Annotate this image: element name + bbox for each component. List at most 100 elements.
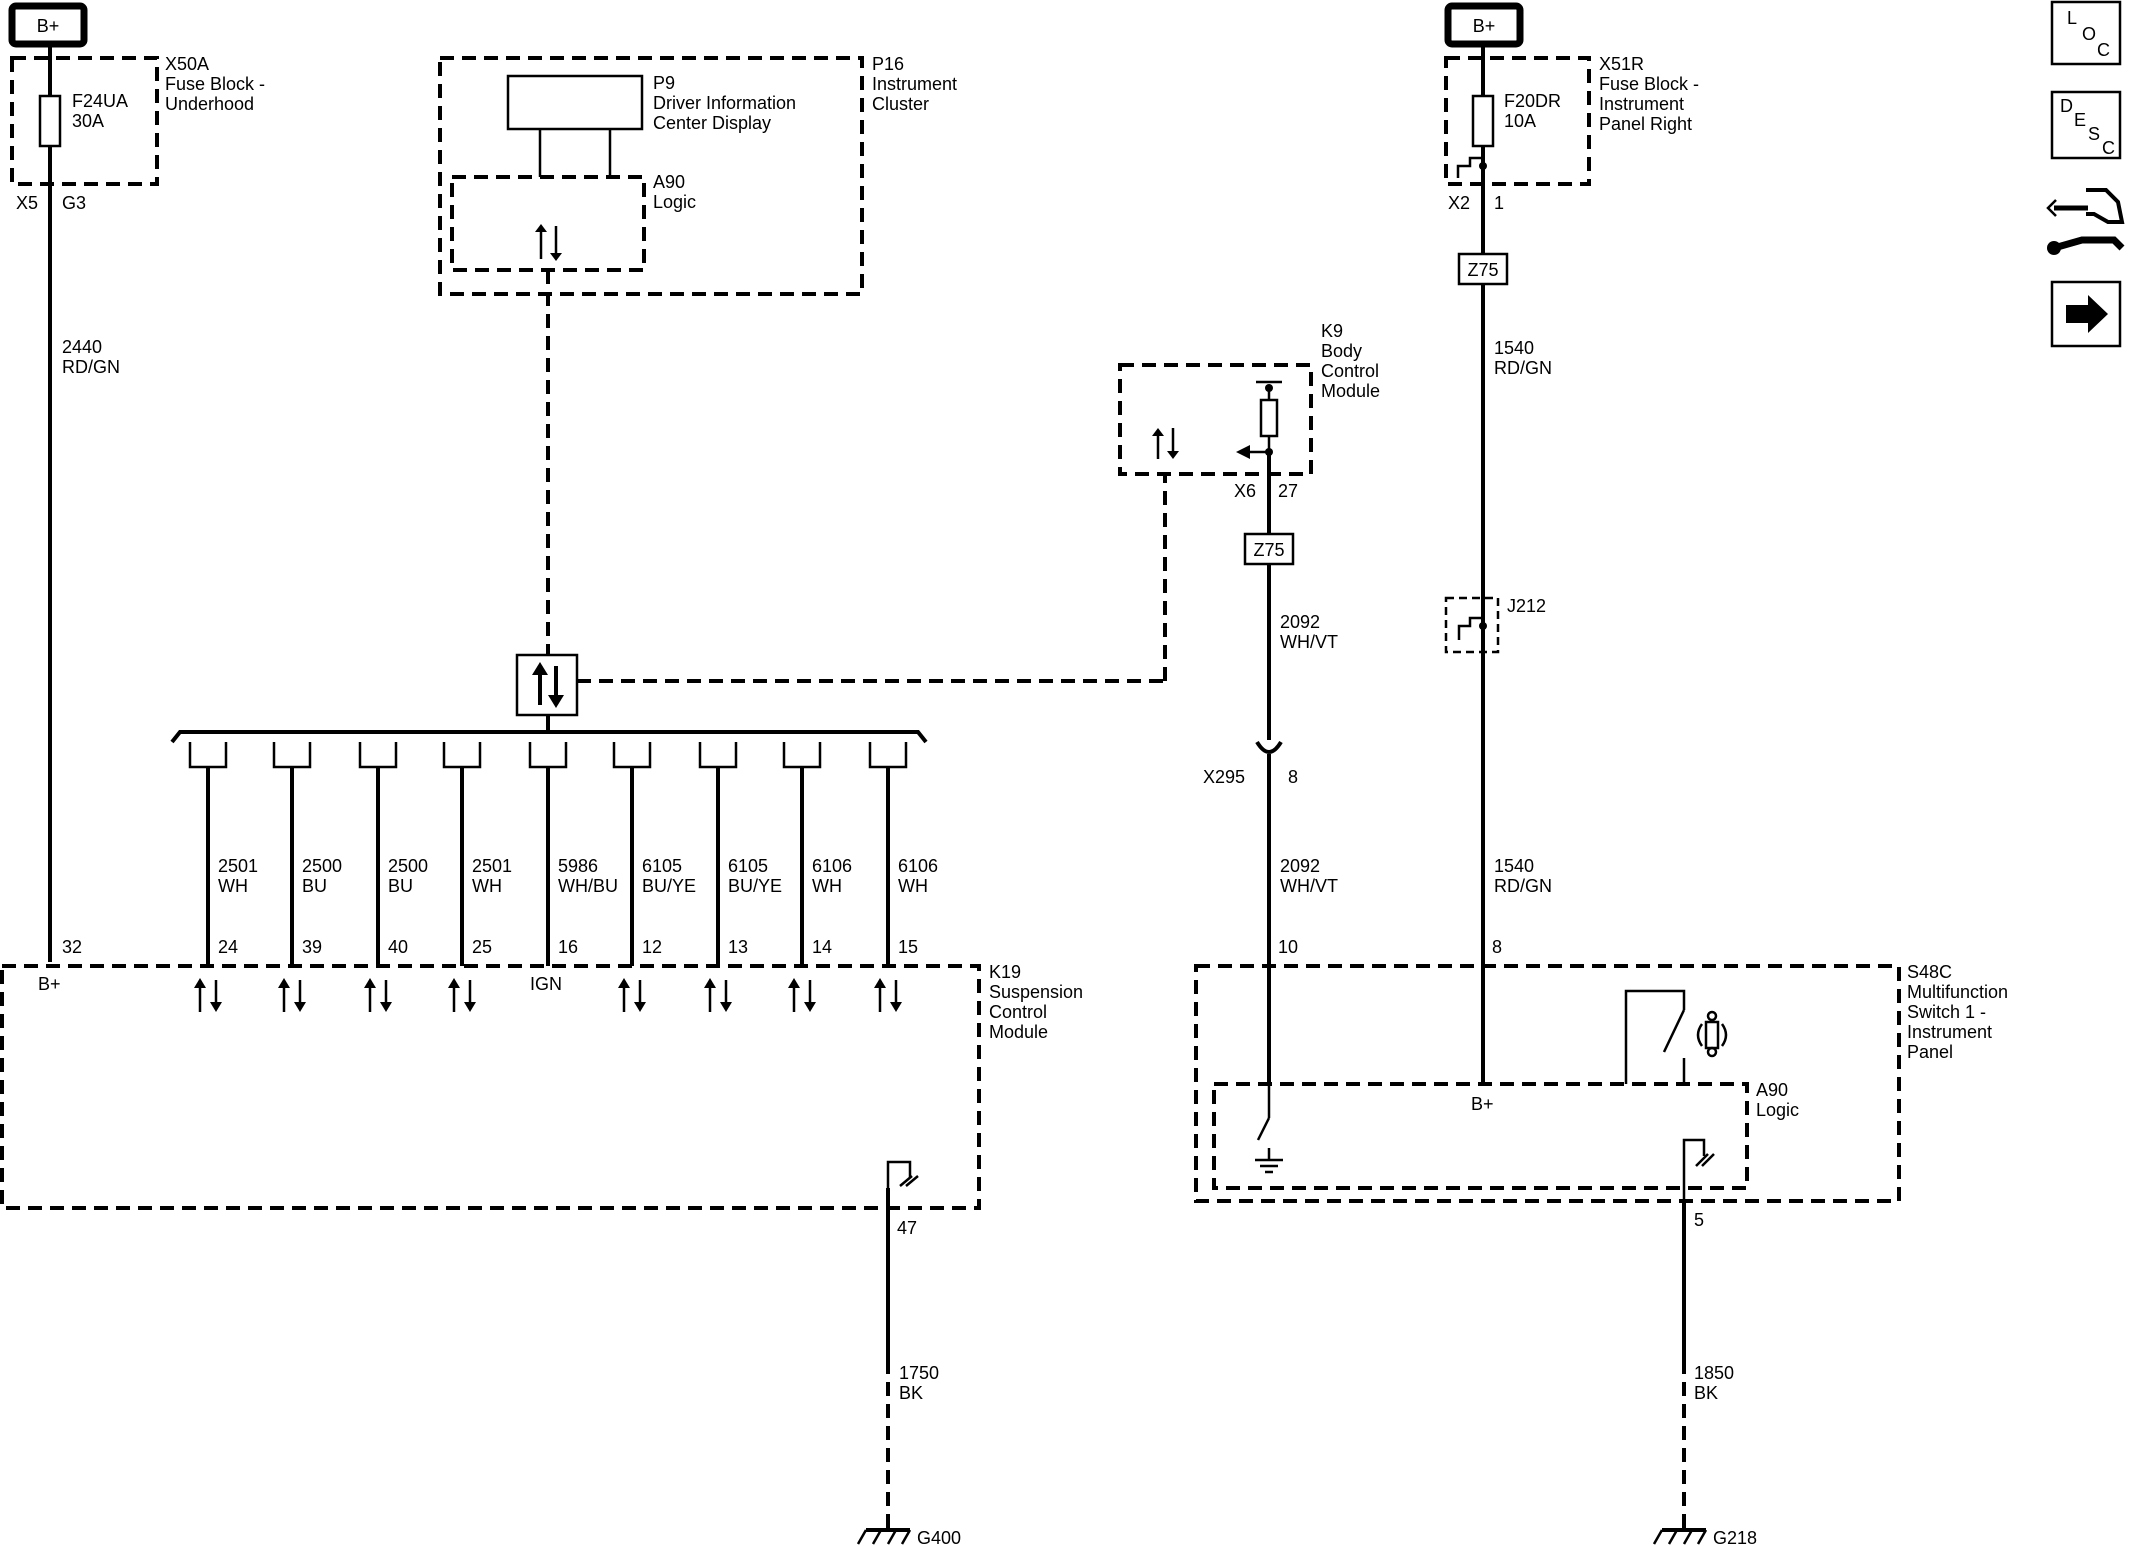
wire-2440-circuit: 2440 <box>62 337 102 357</box>
body-control-module-k9: K9 Body Control Module X6 27 <box>1118 321 1380 501</box>
bidirectional-arrow-icon <box>278 978 306 1012</box>
wire-2092: Z75 2092 WH/VT X295 8 2092 WH/VT <box>1203 452 1338 1084</box>
connector-service-button[interactable] <box>2046 188 2125 255</box>
k19-feed-pin: 32 <box>62 937 82 957</box>
power-label-left: B+ <box>37 16 60 36</box>
bus-wire-circuit: 5986 <box>558 856 598 876</box>
x50a-connector: X5 <box>16 193 38 213</box>
suspension-control-module-k19: K19 Suspension Control Module 32 B+ 47 <box>0 937 1083 1238</box>
s48c-logic-name: Logic <box>1756 1100 1799 1120</box>
bus-wires: 2501WH242500BU392500BU402501WH255986WH/B… <box>188 742 938 1012</box>
bus-wire-color: WH <box>218 876 248 896</box>
wire-2440: 2440 RD/GN <box>48 44 120 962</box>
bidirectional-arrow-icon <box>194 978 222 1012</box>
s48c-name-1: Multifunction <box>1907 982 2008 1002</box>
x51r-name-3: Panel Right <box>1599 114 1692 134</box>
fuse-f24ua-icon <box>38 94 62 148</box>
bus-wire-circuit: 6105 <box>642 856 682 876</box>
x51r-name-2: Instrument <box>1599 94 1684 114</box>
display-p9-icon <box>506 74 644 131</box>
k19-name-2: Control <box>989 1002 1047 1022</box>
ground-icon <box>856 1529 912 1545</box>
bus-wire-circuit: 2500 <box>388 856 428 876</box>
bidirectional-arrow-icon <box>535 224 562 261</box>
power-b-plus-right: B+ <box>1444 2 1524 48</box>
wire-2092-lower-color: WH/VT <box>1280 876 1338 896</box>
fuse-f24ua-id: F24UA <box>72 91 128 111</box>
fuse-f24ua-rating: 30A <box>72 111 104 131</box>
bus-wire-pin: 39 <box>302 937 322 957</box>
bus-wire-circuit: 6105 <box>728 856 768 876</box>
wire-1750-circuit: 1750 <box>899 1363 939 1383</box>
loc-letter-l: L <box>2067 8 2077 28</box>
fuse-f20dr-id: F20DR <box>1504 91 1561 111</box>
ground-g218: G218 <box>1713 1528 1757 1546</box>
bus-wire-circuit: 2501 <box>218 856 258 876</box>
k19-id: K19 <box>989 962 1021 982</box>
k9-name-2: Control <box>1321 361 1379 381</box>
p16-name-2: Cluster <box>872 94 929 114</box>
bus-wire-color: BU <box>388 876 413 896</box>
chassis-ground-icon <box>1695 1153 1715 1167</box>
k19-name-1: Suspension <box>989 982 1083 1002</box>
power-b-plus-left: B+ <box>8 2 88 48</box>
multifunction-switch-s48c: S48C Multifunction Switch 1 - Instrument… <box>1194 937 2008 1230</box>
desc-button[interactable]: D E S C <box>2050 90 2122 160</box>
splice-z75-right: Z75 <box>1467 260 1498 280</box>
next-button[interactable] <box>2050 280 2122 348</box>
p9-name-2: Center Display <box>653 113 771 133</box>
bus-wire-color: WH <box>472 876 502 896</box>
wire-2092-upper-circuit: 2092 <box>1280 612 1320 632</box>
wire-1540-upper-color: RD/GN <box>1494 358 1552 378</box>
bus-wire-color: BU/YE <box>642 876 696 896</box>
x50a-pin: G3 <box>62 193 86 213</box>
bus-wire-circuit: 2500 <box>302 856 342 876</box>
wire-1540-lower-color: RD/GN <box>1494 876 1552 896</box>
bidirectional-arrow-icon <box>1152 428 1179 459</box>
wire-1850-color: BK <box>1694 1383 1718 1403</box>
instrument-cluster-p16: P16 Instrument Cluster P9 Driver Informa… <box>438 54 957 296</box>
fuse-f20dr-rating: 10A <box>1504 111 1536 131</box>
loc-letter-o: O <box>2082 24 2096 44</box>
switch-contact-icon <box>1662 1009 1686 1053</box>
s48c-ground-pin: 5 <box>1694 1210 1704 1230</box>
bus-wire-pin: 16 <box>558 937 578 957</box>
wire-2092-lower-circuit: 2092 <box>1280 856 1320 876</box>
p16-id: P16 <box>872 54 904 74</box>
logic-switch-icon <box>1256 1117 1271 1141</box>
x50a-name-2: Underhood <box>165 94 254 114</box>
x295-pin: 8 <box>1288 767 1298 787</box>
bus-wire-pin: 13 <box>728 937 748 957</box>
s48c-name-2: Switch 1 - <box>1907 1002 1986 1022</box>
desc-letter-e: E <box>2074 110 2086 130</box>
bus-wire-circuit: 6106 <box>812 856 852 876</box>
bus-wire-pin: 40 <box>388 937 408 957</box>
chassis-ground-icon <box>899 1175 919 1187</box>
x50a-id: X50A <box>165 54 209 74</box>
ground-icon <box>1652 1529 1708 1545</box>
x50a-name-1: Fuse Block - <box>165 74 265 94</box>
loc-button[interactable]: L O C <box>2050 0 2122 66</box>
k9-id: K9 <box>1321 321 1343 341</box>
k19-feed-label: B+ <box>38 974 61 994</box>
bus-wire-label: IGN <box>530 974 562 994</box>
s48c-name-3: Instrument <box>1907 1022 1992 1042</box>
bus-wire-color: WH/BU <box>558 876 618 896</box>
p16-logic-name: Logic <box>653 192 696 212</box>
splice-z75-bcm: Z75 <box>1253 540 1284 560</box>
desc-letter-s: S <box>2088 124 2100 144</box>
s48c-power-label: B+ <box>1471 1094 1494 1114</box>
bus-wire-circuit: 2501 <box>472 856 512 876</box>
s48c-pin-signal: 10 <box>1278 937 1298 957</box>
wire-1540-lower-circuit: 1540 <box>1494 856 1534 876</box>
k9-connector: X6 <box>1234 481 1256 501</box>
shock-absorber-icon <box>1696 1010 1728 1058</box>
